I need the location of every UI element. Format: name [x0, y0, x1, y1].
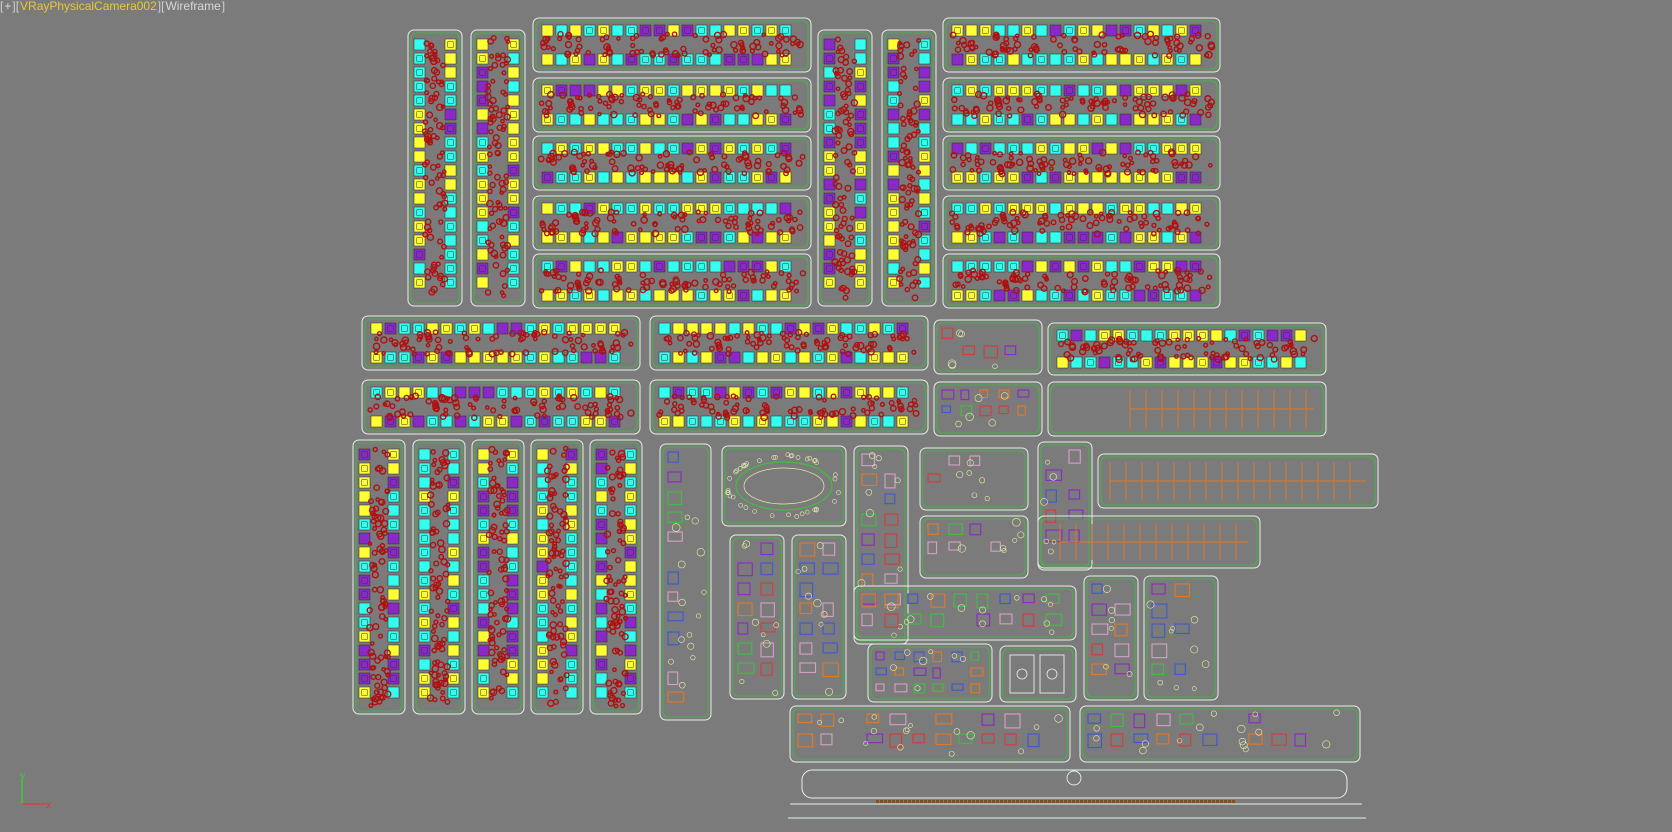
vertical-block — [817, 29, 873, 307]
vertical-block — [412, 439, 466, 715]
amenity-block — [933, 319, 1043, 375]
horizontal-block — [1047, 322, 1327, 376]
vertical-block — [530, 439, 584, 715]
horizontal-block — [532, 195, 812, 251]
shading-mode-label[interactable]: Wireframe — [165, 0, 221, 13]
horizontal-block — [361, 379, 641, 435]
viewport-label[interactable]: [+][VRayPhysicalCamera002][Wireframe] — [0, 0, 225, 14]
horizontal-block — [942, 195, 1221, 251]
clubhouse-block — [867, 643, 993, 703]
viewport-bracket: ] — [221, 0, 226, 13]
clubhouse-block — [933, 381, 1043, 437]
axis-gizmo: y x — [20, 771, 51, 810]
vertical-block — [407, 29, 463, 307]
villa-block — [729, 534, 785, 700]
viewport-bracket: [ — [0, 0, 4, 13]
vertical-block — [470, 29, 526, 307]
villa-block — [659, 443, 712, 721]
axis-y-label: y — [20, 771, 25, 782]
viewport-bracket: ][ — [12, 0, 20, 13]
amenity-block — [919, 447, 1029, 511]
camera-name-label[interactable]: VRayPhysicalCamera002 — [20, 0, 157, 13]
entrance-road — [788, 769, 1366, 819]
open-plots-block — [1037, 515, 1261, 569]
horizontal-block — [532, 135, 812, 191]
axis-x-label: x — [46, 800, 51, 810]
vertical-block — [881, 29, 937, 307]
open-plots-block — [1047, 381, 1327, 437]
vertical-block — [471, 439, 525, 715]
villa-block — [853, 445, 909, 645]
villa-block — [1037, 441, 1093, 571]
open-plots-block — [1097, 453, 1379, 509]
park-block — [721, 445, 847, 527]
horizontal-block — [942, 17, 1221, 73]
amenity-block — [919, 515, 1029, 579]
horizontal-block — [532, 17, 812, 73]
viewport-menu-button[interactable]: + — [4, 0, 12, 13]
vertical-block — [589, 439, 643, 715]
horizontal-block — [649, 379, 929, 435]
villa-block — [1143, 575, 1219, 701]
sports-court-block — [999, 645, 1077, 703]
horizontal-block — [649, 315, 929, 371]
horizontal-block — [361, 315, 641, 371]
horizontal-block — [942, 253, 1221, 309]
villa-block — [1079, 705, 1361, 763]
horizontal-block — [532, 253, 812, 309]
viewport-bracket: ][ — [157, 0, 165, 13]
villa-block — [853, 585, 1077, 641]
vertical-block — [352, 439, 406, 715]
villa-block — [1083, 575, 1139, 701]
horizontal-block — [942, 135, 1221, 191]
horizontal-block — [942, 77, 1221, 133]
horizontal-block — [532, 77, 812, 133]
villa-block — [789, 705, 1071, 763]
villa-block — [791, 534, 847, 700]
